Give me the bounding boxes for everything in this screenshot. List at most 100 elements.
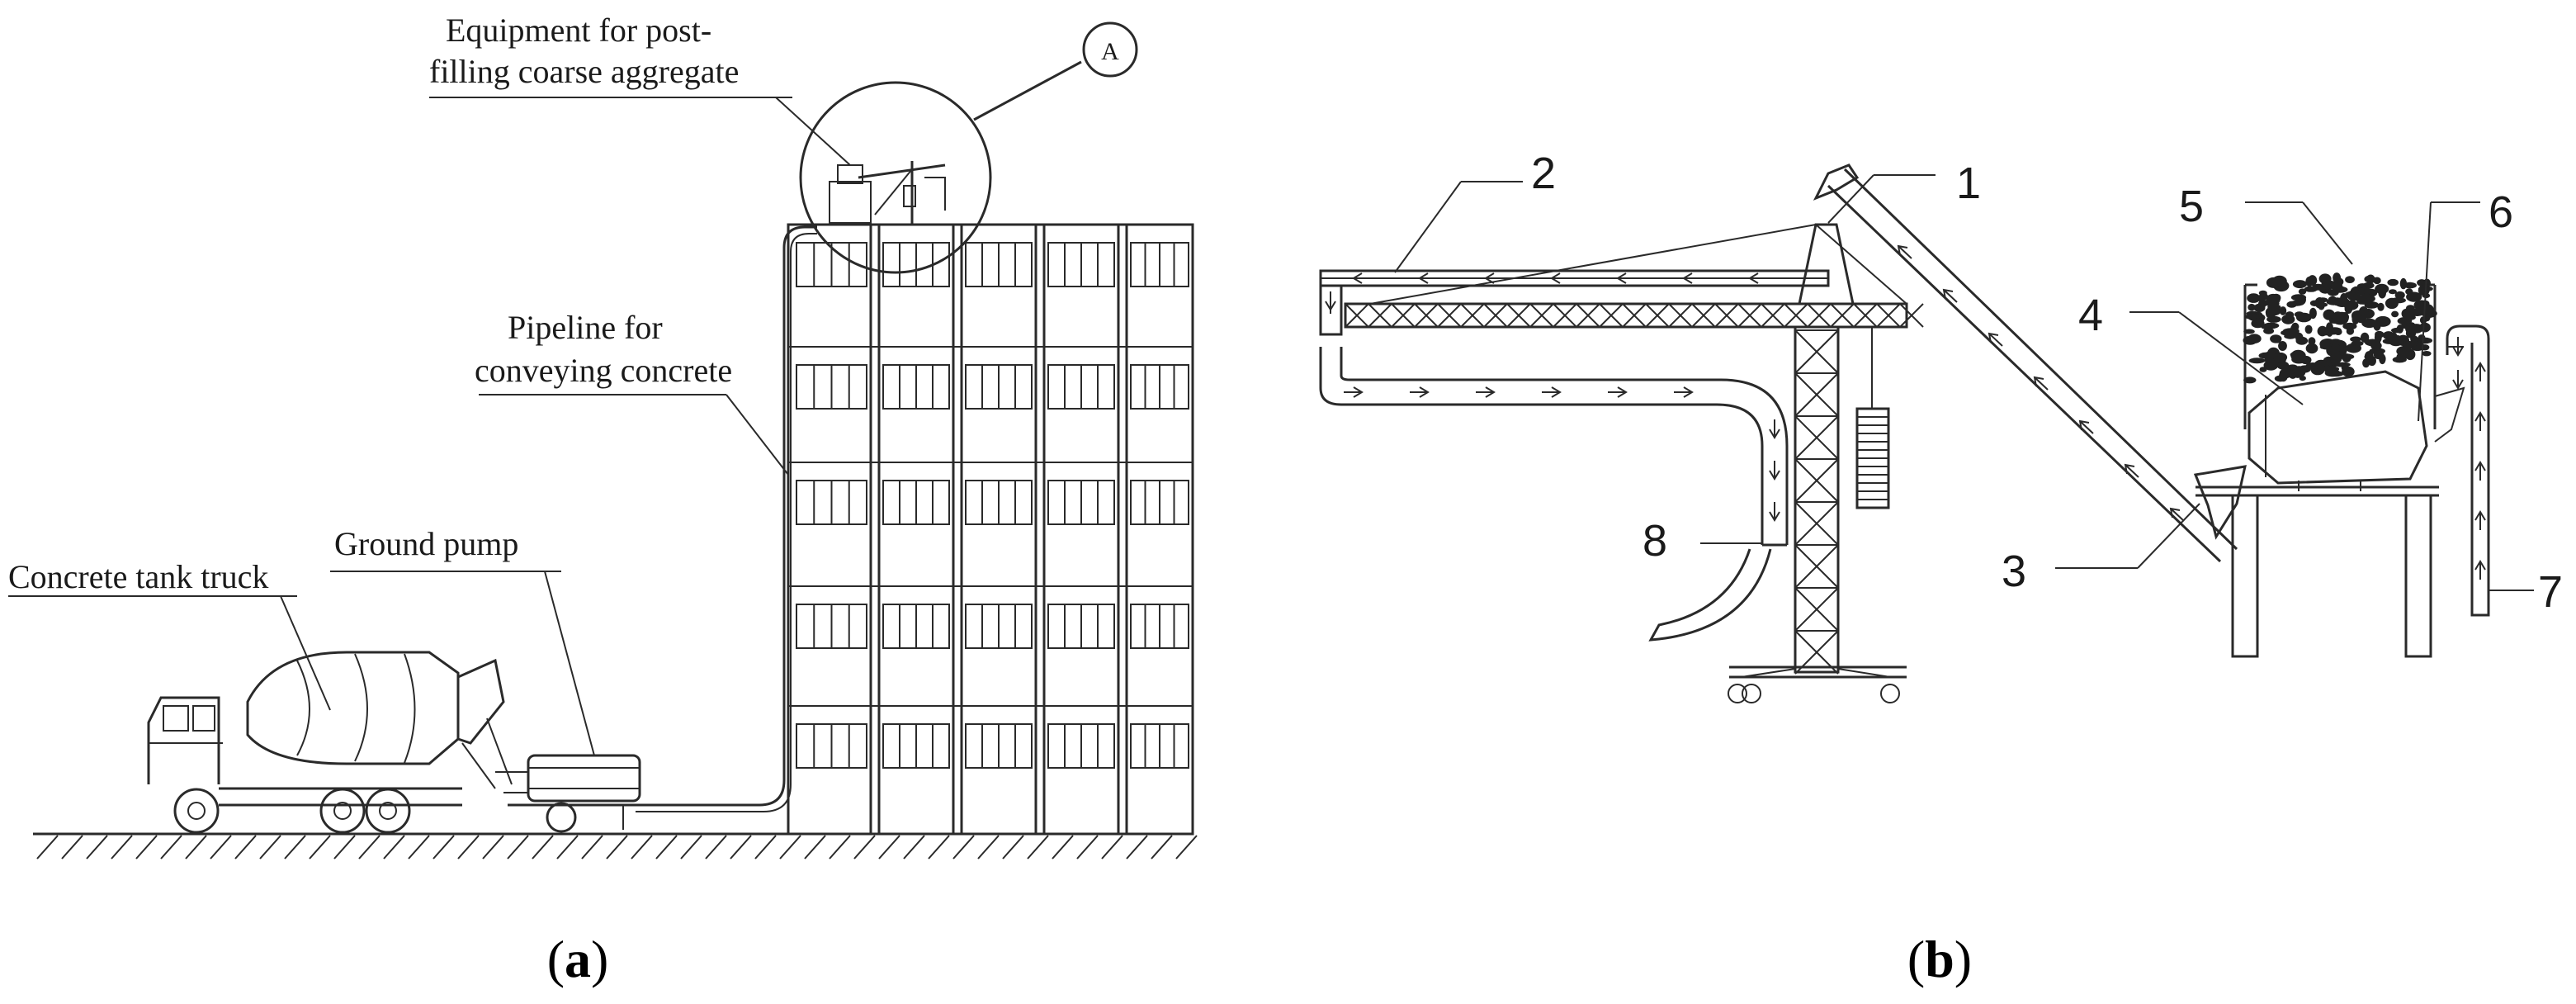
gravel-stone (2326, 366, 2340, 372)
hatch-stroke (259, 835, 281, 860)
hatch-stroke (1151, 835, 1173, 860)
gravel-stone (2328, 327, 2342, 334)
gravel-stone (2295, 312, 2312, 323)
flow-arrows (1325, 244, 2486, 580)
gravel-stone (2286, 301, 2297, 308)
marker-leader-a (973, 60, 1082, 121)
flow-arrow (1942, 288, 1958, 303)
truss-brace (1714, 303, 1739, 328)
truss-brace (1391, 303, 1416, 328)
gravel-stone (2334, 297, 2350, 307)
callout-3: 3 (2002, 547, 2026, 596)
gravel-stone (2396, 346, 2411, 357)
gravel-stone (2319, 343, 2334, 350)
flow-arrow (1418, 272, 1438, 284)
gravel-stone (2329, 353, 2342, 364)
flow-arrow (2474, 560, 2486, 580)
gravel-stone (2375, 283, 2389, 294)
truss-brace (1414, 303, 1439, 328)
flow-arrow (1674, 386, 1694, 398)
flow-arrow (2474, 461, 2486, 481)
panel-a: A Equipment for post- filling coarse agg… (8, 12, 1198, 988)
gravel-stone (2377, 302, 2385, 311)
gravel-stone (2318, 273, 2332, 285)
gravel-stone (2331, 343, 2341, 355)
equipment-leader-diag (775, 97, 851, 166)
concrete-pipeline (636, 225, 817, 812)
truss-brace (1483, 303, 1508, 328)
counterweight (1855, 327, 1890, 509)
truss-brace (1853, 303, 1878, 328)
rooftop-equipment (829, 161, 946, 225)
hatch-stroke (928, 835, 950, 860)
ground-pump (495, 754, 644, 833)
hatch-stroke (631, 835, 653, 860)
gravel-stone (2243, 329, 2255, 334)
flow-arrow (1897, 244, 1912, 259)
hatch-stroke (1002, 835, 1024, 860)
marker-circle-a (1082, 21, 1138, 78)
flow-arrow (1476, 386, 1496, 398)
caption-b: (b) (1907, 930, 1972, 988)
detail-circle-a (799, 81, 992, 274)
gravel-stone (2267, 304, 2281, 310)
gravel-stone (2382, 331, 2394, 340)
gravel-stone (2261, 324, 2276, 330)
truss-brace (1345, 303, 1369, 328)
hatch-stroke (1052, 835, 1074, 860)
gravel-stone (2422, 351, 2432, 357)
gravel-stone (2359, 294, 2375, 303)
gravel-stone (2243, 335, 2257, 345)
truss-brace (1807, 303, 1832, 328)
hatch-stroke (432, 835, 455, 860)
truss-brace (1599, 303, 1624, 328)
hatch-stroke (482, 835, 504, 860)
truss-brace (1368, 303, 1392, 328)
gravel-stone (2375, 315, 2391, 327)
truck-leader-diag (280, 595, 331, 711)
flow-arrow (1410, 386, 1430, 398)
mast-brace (1794, 458, 1839, 503)
gravel-stone (2258, 352, 2273, 359)
hatch-stroke (408, 835, 430, 860)
gravel-stone (2356, 311, 2372, 317)
gravel-stone (2394, 291, 2405, 300)
hatch-stroke (581, 835, 603, 860)
truss-brace (1784, 303, 1808, 328)
equipment-label-line1: Equipment for post- (446, 12, 711, 49)
hatch-stroke (532, 835, 554, 860)
gravel-stone (2364, 275, 2376, 283)
tower-mast (1728, 325, 1907, 703)
flow-arrow (2474, 362, 2486, 381)
gravel-stone (2405, 288, 2413, 296)
gravel-stone (2342, 353, 2351, 362)
gravel-stone (2273, 338, 2281, 343)
gravel-stone (2387, 278, 2399, 287)
panel-b: 1 2 3 4 5 6 7 8 (b) (1319, 149, 2563, 988)
hatch-stroke (284, 835, 306, 860)
gravel-stone (2328, 371, 2344, 377)
gravel-stone (2379, 353, 2386, 365)
gravel-stone (2361, 318, 2378, 329)
callout-6: 6 (2489, 187, 2513, 237)
flow-arrow (1344, 386, 1364, 398)
truss-brace (1529, 303, 1554, 328)
gravel-stone (2308, 275, 2318, 287)
flow-arrow (2078, 419, 2094, 434)
flow-arrow (1608, 386, 1628, 398)
gravel-stone (2334, 362, 2351, 367)
hatch-stroke (210, 835, 232, 860)
flow-arrow (2452, 337, 2464, 357)
hatch-stroke (779, 835, 801, 860)
truss-brace (1691, 303, 1716, 328)
gravel-stone (2418, 334, 2426, 342)
flow-arrow (1484, 272, 1504, 284)
gravel-stone (2317, 325, 2328, 337)
mast-brace (1794, 372, 1839, 417)
flow-arrow (2474, 411, 2486, 431)
gravel-stone (2276, 361, 2290, 370)
truss-brace (1460, 303, 1485, 328)
gravel-stone (2305, 362, 2320, 369)
gravel-stone (2258, 290, 2267, 296)
callout-7: 7 (2538, 567, 2563, 617)
